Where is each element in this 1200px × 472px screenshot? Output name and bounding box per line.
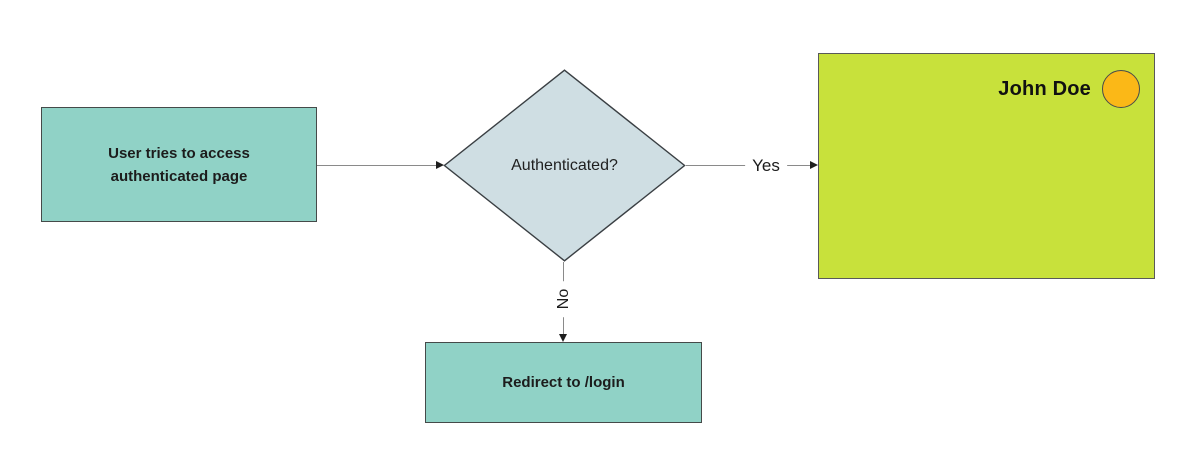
- node-redirect-label: Redirect to /login: [502, 374, 625, 391]
- node-start: User tries to access authenticated page: [41, 107, 317, 222]
- diamond-shape: [443, 69, 686, 262]
- node-decision-label: Authenticated?: [511, 156, 618, 174]
- edge-start-to-decision: [317, 165, 436, 166]
- success-header: John Doe: [998, 70, 1140, 108]
- arrowhead-icon: [810, 161, 818, 169]
- arrowhead-icon: [436, 161, 444, 169]
- edge-label-yes: Yes: [745, 156, 787, 176]
- node-success-label: John Doe: [998, 77, 1091, 100]
- edge-label-no: No: [555, 280, 573, 318]
- arrowhead-icon: [559, 334, 567, 342]
- node-decision: Authenticated?: [443, 69, 686, 262]
- node-redirect: Redirect to /login: [425, 342, 702, 423]
- avatar-circle-icon: [1102, 70, 1140, 108]
- node-success: John Doe: [818, 53, 1155, 279]
- node-start-label: User tries to access authenticated page: [108, 144, 250, 185]
